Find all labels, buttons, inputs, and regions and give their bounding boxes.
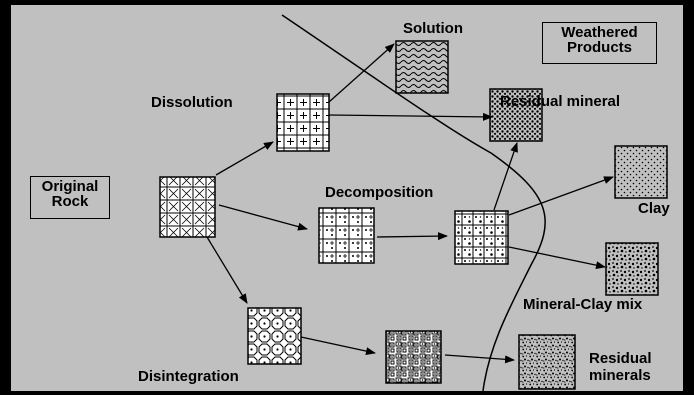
arrow-decomposition-to-product: [376, 232, 448, 241]
arrow-decomposition-product-to-residual-mineral: [493, 142, 518, 211]
arrow-rock-to-disintegration: [206, 236, 248, 304]
arrow-decomposition-product-to-clay: [508, 176, 614, 216]
clay-label: Clay: [638, 200, 670, 217]
arrow-fragments-to-residual-minerals: [444, 354, 515, 364]
arrow-dissolution-to-residual-mineral: [328, 112, 493, 121]
dissolution-tile: [276, 93, 330, 152]
weathered-products-label-line-2: Products: [566, 39, 632, 56]
weathered-products-label-line-1: Weathered: [561, 24, 638, 41]
decomposition-tile: [318, 207, 375, 264]
disintegration-label: Disintegration: [138, 368, 239, 385]
weathered-products-label-box: Weathered Products: [542, 22, 657, 64]
arrow-dissolution-to-solution: [328, 43, 395, 103]
arrow-disintegration-to-fragments: [300, 336, 376, 356]
mineral-clay-mix-tile: [605, 242, 659, 296]
arrow-decomposition-product-to-mineral-clay-mix: [508, 246, 606, 270]
residual-minerals-tile: [518, 334, 576, 390]
solution-tile: [395, 40, 449, 94]
decomposition-label: Decomposition: [325, 184, 434, 201]
residual-minerals-label-line-2: minerals: [589, 367, 651, 384]
clay-tile: [614, 145, 668, 199]
residual-mineral-label: Residual mineral: [500, 93, 621, 110]
weathering-diagram-graphic: [159, 14, 668, 391]
dissolution-label: Dissolution: [151, 94, 233, 111]
original-rock-label-line-2: Rock: [51, 193, 89, 210]
disintegration-product-tile: [385, 330, 442, 384]
residual-minerals-label-line-1: Residual: [589, 350, 652, 367]
original-rock-tile: [159, 176, 216, 238]
weathered-boundary-curve: [281, 14, 546, 391]
arrow-rock-to-decomposition: [218, 204, 308, 231]
original-rock-label-box: Original Rock: [30, 176, 110, 219]
residual-minerals-label: Residual minerals: [589, 350, 652, 384]
arrow-rock-to-dissolution: [215, 141, 274, 176]
residual-mineral-tile: [489, 88, 543, 142]
solution-label: Solution: [403, 20, 463, 37]
decomposition-product-tile: [454, 210, 509, 265]
diagram-panel: Original Rock Weathered Products Solutio…: [11, 5, 683, 391]
mineral-clay-mix-label: Mineral-Clay mix: [523, 296, 643, 313]
disintegration-tile: [247, 307, 302, 365]
original-rock-label-line-1: Original: [41, 178, 99, 195]
